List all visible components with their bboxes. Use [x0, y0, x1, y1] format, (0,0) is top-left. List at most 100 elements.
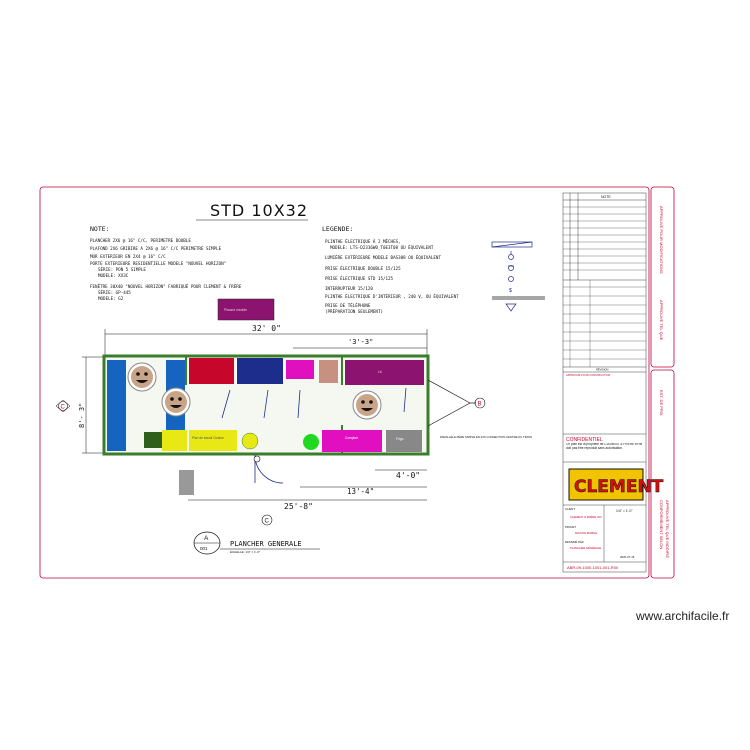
bottom-dimension-b: 13'-4" [347, 487, 374, 496]
exterior-step [179, 470, 194, 495]
confidentiality-text: Ce plan est la propriété de CLEMENT & FR… [566, 443, 643, 450]
date-value: 2020-07-16 [620, 555, 635, 559]
legend-line: (PRÉPARATION SEULEMENT) [325, 309, 383, 314]
navy-storage [237, 358, 283, 384]
plan-subtitle: ÉCHELLE: 1/4" = 1'-0" [230, 549, 260, 554]
legend-heading: LEGENDE: [322, 225, 353, 233]
note-line: PLANCHER 2X6 @ 16" C/C, PERIMETRE DOUBLE [90, 238, 191, 243]
exterior-light-marker [253, 455, 261, 463]
note-line: FENÊTRE 30X40 "NOUVEL HORIZON" FABRIQUÉ … [90, 284, 242, 289]
face-icon-3 [352, 390, 382, 420]
phone-jack-symbol [505, 303, 517, 312]
drawing-value: PLANCHER GÉNÉRALE [570, 545, 601, 550]
project-label: PROJET [565, 525, 576, 529]
notes-heading: NOTE: [90, 225, 110, 233]
bottom-dimension-c: 25'-8" [284, 502, 313, 511]
dark-green-appliance [144, 432, 162, 448]
legend-line: MODELE: LTS-D2336W0_T0E3T08 OU ÉQUIVALEN… [330, 245, 434, 250]
svg-text:B: B [478, 402, 482, 408]
fridge-label: Frigo [396, 437, 404, 441]
magenta-counter [322, 430, 382, 452]
side-panel-border-top [650, 186, 675, 368]
bottom-dimensions [188, 469, 427, 501]
note-line: MODELE: XX3C [98, 273, 129, 278]
plan-title: PLANCHER GENERALE [230, 540, 302, 548]
note-line: PLAFOND 2X6 GRIBIRE A 2X6 @ 16" C/C PERI… [90, 246, 222, 251]
tan-cabinet [319, 360, 338, 383]
legend-line: LUMIÈRE EXTÉRIEURE MODELE BAS308 OU ÉQUI… [325, 255, 441, 260]
side-label-mid: APPROUVÉ TEL QUE [659, 300, 664, 341]
counter-label: Comptoir [345, 436, 359, 440]
side-label-top: APPROUVÉ POUR MODIFICATIONS [659, 206, 664, 274]
note-line: SÉRIE: PON 5 SIMPLE [98, 267, 146, 272]
side-label-bottom-b: EST. DE PRIX [659, 390, 664, 416]
note-line: PORTE EXTERIEURE RESIDENTIELLE MODELE "N… [90, 261, 226, 266]
face-icon-1 [127, 362, 157, 392]
note-column-header: NOTE [601, 195, 611, 199]
legend-line: PLINTHE ÉLECTRIQUE À 2 MÈCHES, [325, 239, 401, 244]
green-sink [303, 434, 319, 450]
legend-line: PRISE ÉLECTRIQUE DOUBLE 15/125 [325, 266, 401, 271]
revision-header: RÉVISION [596, 367, 609, 372]
legend-line: PLINTHE ÉLECTRIQUE D'INTÉRIEUR , 240 V, … [325, 294, 459, 299]
purple-furniture-label: Placard meuble [224, 308, 247, 312]
kitchen-counter-label: Plan de travail Cuisine [192, 436, 224, 440]
duplex-outlet-symbol [508, 265, 514, 271]
outlet-symbol [508, 276, 514, 282]
svg-text:001: 001 [200, 546, 208, 551]
trailer-note: PARALLÈLE PÈRE SIMPLE EN 2X6 CONNECTION … [440, 434, 532, 439]
plan-title-callout: A 001 [193, 531, 320, 555]
kitchen-counter [189, 430, 237, 451]
confidentiality-heading: CONFIDENTIEL [566, 437, 603, 443]
revision-table-rows [563, 280, 646, 367]
top-segment-dimension-text: '3'-3" [348, 338, 373, 346]
drawing-number: ABR-09-1000-1001-001-R00 [567, 565, 619, 570]
drawing-label: DESSINÉ PAR [565, 539, 584, 544]
watermark: www.archifacile.fr [636, 609, 730, 623]
title-block [562, 192, 647, 573]
legend-symbols: $ [491, 241, 545, 312]
legend-lines: PLINTHE ÉLECTRIQUE À 2 MÈCHES, MODELE: L… [325, 239, 459, 314]
sheet-border [39, 186, 650, 579]
svg-text:C: C [61, 405, 66, 411]
scale-value: 1/4" = 1'-0" [616, 509, 633, 513]
company-logo: CLEMENT [574, 477, 664, 497]
notes-lines: PLANCHER 2X6 @ 16" C/C, PERIMETRE DOUBLE… [90, 238, 242, 301]
exterior-light-symbol [508, 254, 514, 260]
legend-line: INTERRUPTEUR 15/120 [325, 286, 373, 291]
depth-dimension-text: 8'- 3" [78, 403, 86, 428]
bottom-dimension-a: 4'-0" [396, 471, 420, 480]
logo-background [568, 468, 644, 501]
heater-diagonal [491, 241, 533, 248]
project-value: MAISON MOBILE [575, 531, 598, 535]
window-markers [221, 387, 407, 419]
note-line: MUR EXTERIEUR EN 2X4 @ 16" C/C [90, 254, 166, 259]
section-marker-left: C [55, 399, 71, 413]
baseboard-heater-symbol [491, 241, 533, 248]
section-marker-right: B [474, 397, 486, 409]
legend-line: PRISE ÉLECTRIQUE STD 15/125 [325, 276, 394, 281]
note-table-rows [563, 206, 646, 271]
section-marker-bottom: C [261, 514, 273, 526]
drawing-title: STD 10X32 [210, 201, 308, 220]
client-label: CLIENT [565, 507, 575, 511]
note-line: MODELE: G2 [98, 296, 124, 301]
grey-fridge [386, 430, 422, 452]
magenta-cabinet-small [286, 360, 314, 379]
note-line: SÉRIE: GP-445 [98, 290, 131, 295]
bed-label: Lit [378, 370, 382, 374]
confidentiality-text-box: Ce plan est la propriété de CLEMENT & FR… [566, 443, 643, 450]
overall-dimension-text: 32' 0" [252, 324, 281, 333]
purple-furniture-block [217, 298, 275, 321]
yellow-counter-left [162, 430, 187, 451]
approved-header: APPROUVÉ POUR CONSTRUCTION [566, 372, 610, 377]
switch-symbol: $ [509, 288, 512, 294]
blue-cabinet-left [107, 360, 126, 451]
svg-text:A: A [204, 535, 209, 542]
side-panel-border-bottom [650, 369, 675, 579]
face-icon-2 [161, 387, 191, 417]
overall-dimension [104, 329, 428, 355]
legend-line: PRISE DE TÉLÉPHONE [325, 303, 371, 308]
side-label-bottom-a: APPROUVÉ TEL QUE MODIFIÉ [665, 500, 670, 558]
